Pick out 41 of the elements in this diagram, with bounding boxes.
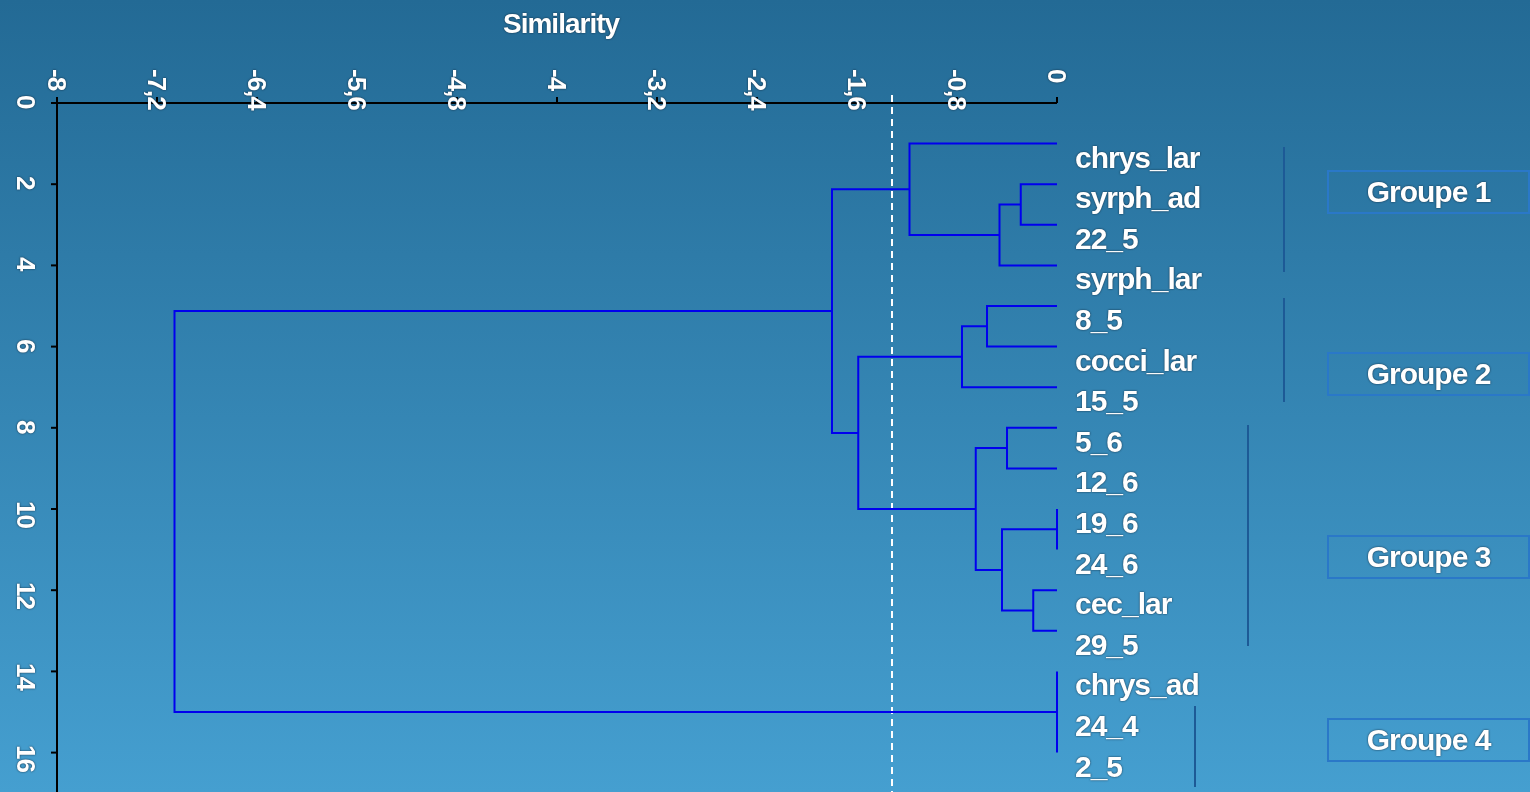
tick-label: 8: [13, 419, 39, 434]
leaf-label: chrys_ad: [1075, 670, 1199, 701]
group-box: Groupe 3: [1327, 535, 1530, 579]
leaf-label: 24_6: [1075, 548, 1138, 579]
group-box: Groupe 4: [1327, 718, 1530, 762]
tick-label: -4: [544, 69, 570, 91]
leaf-label: 24_4: [1075, 711, 1138, 741]
leaf-label: 8_5: [1075, 305, 1123, 335]
tick-label: 16: [13, 744, 39, 772]
tick-label: 0: [13, 95, 39, 109]
leaf-label: 19_6: [1075, 508, 1138, 538]
axis-title: Similarity: [503, 10, 620, 38]
leaf-label: 2_5: [1075, 751, 1123, 782]
leaf-label: 22_5: [1075, 223, 1138, 254]
group-box: Groupe 2: [1327, 352, 1530, 396]
tick-label: 6: [13, 338, 39, 353]
leaf-label: 5_6: [1075, 426, 1123, 457]
leaf-label: syrph_lar: [1075, 264, 1202, 295]
leaf-label: cocci_lar: [1075, 345, 1197, 376]
leaf-label: 15_5: [1075, 386, 1138, 417]
tick-label: -5,6: [344, 69, 370, 110]
leaf-label: cec_lar: [1075, 589, 1172, 620]
tick-label: -7,2: [144, 69, 170, 110]
tick-label: -0,8: [944, 69, 970, 110]
tick-label: -1,6: [844, 69, 870, 110]
leaf-label: 29_5: [1075, 629, 1138, 660]
tick-label: 14: [13, 663, 39, 691]
tick-label: -6,4: [244, 69, 270, 110]
leaf-label: 12_6: [1075, 467, 1138, 498]
group-box: Groupe 1: [1327, 170, 1530, 214]
tick-label: 12: [13, 582, 39, 610]
leaf-label: syrph_ad: [1075, 183, 1201, 214]
tick-label: -2,4: [744, 69, 770, 110]
tick-label: 2: [13, 176, 39, 190]
leaf-label: chrys_lar: [1075, 142, 1200, 173]
tick-label: -8: [44, 69, 70, 91]
tick-label: 0: [1044, 69, 1070, 83]
tick-label: -3,2: [644, 69, 670, 110]
tick-label: 10: [13, 501, 39, 528]
tick-label: 4: [13, 257, 39, 271]
tick-label: -4,8: [444, 69, 470, 110]
